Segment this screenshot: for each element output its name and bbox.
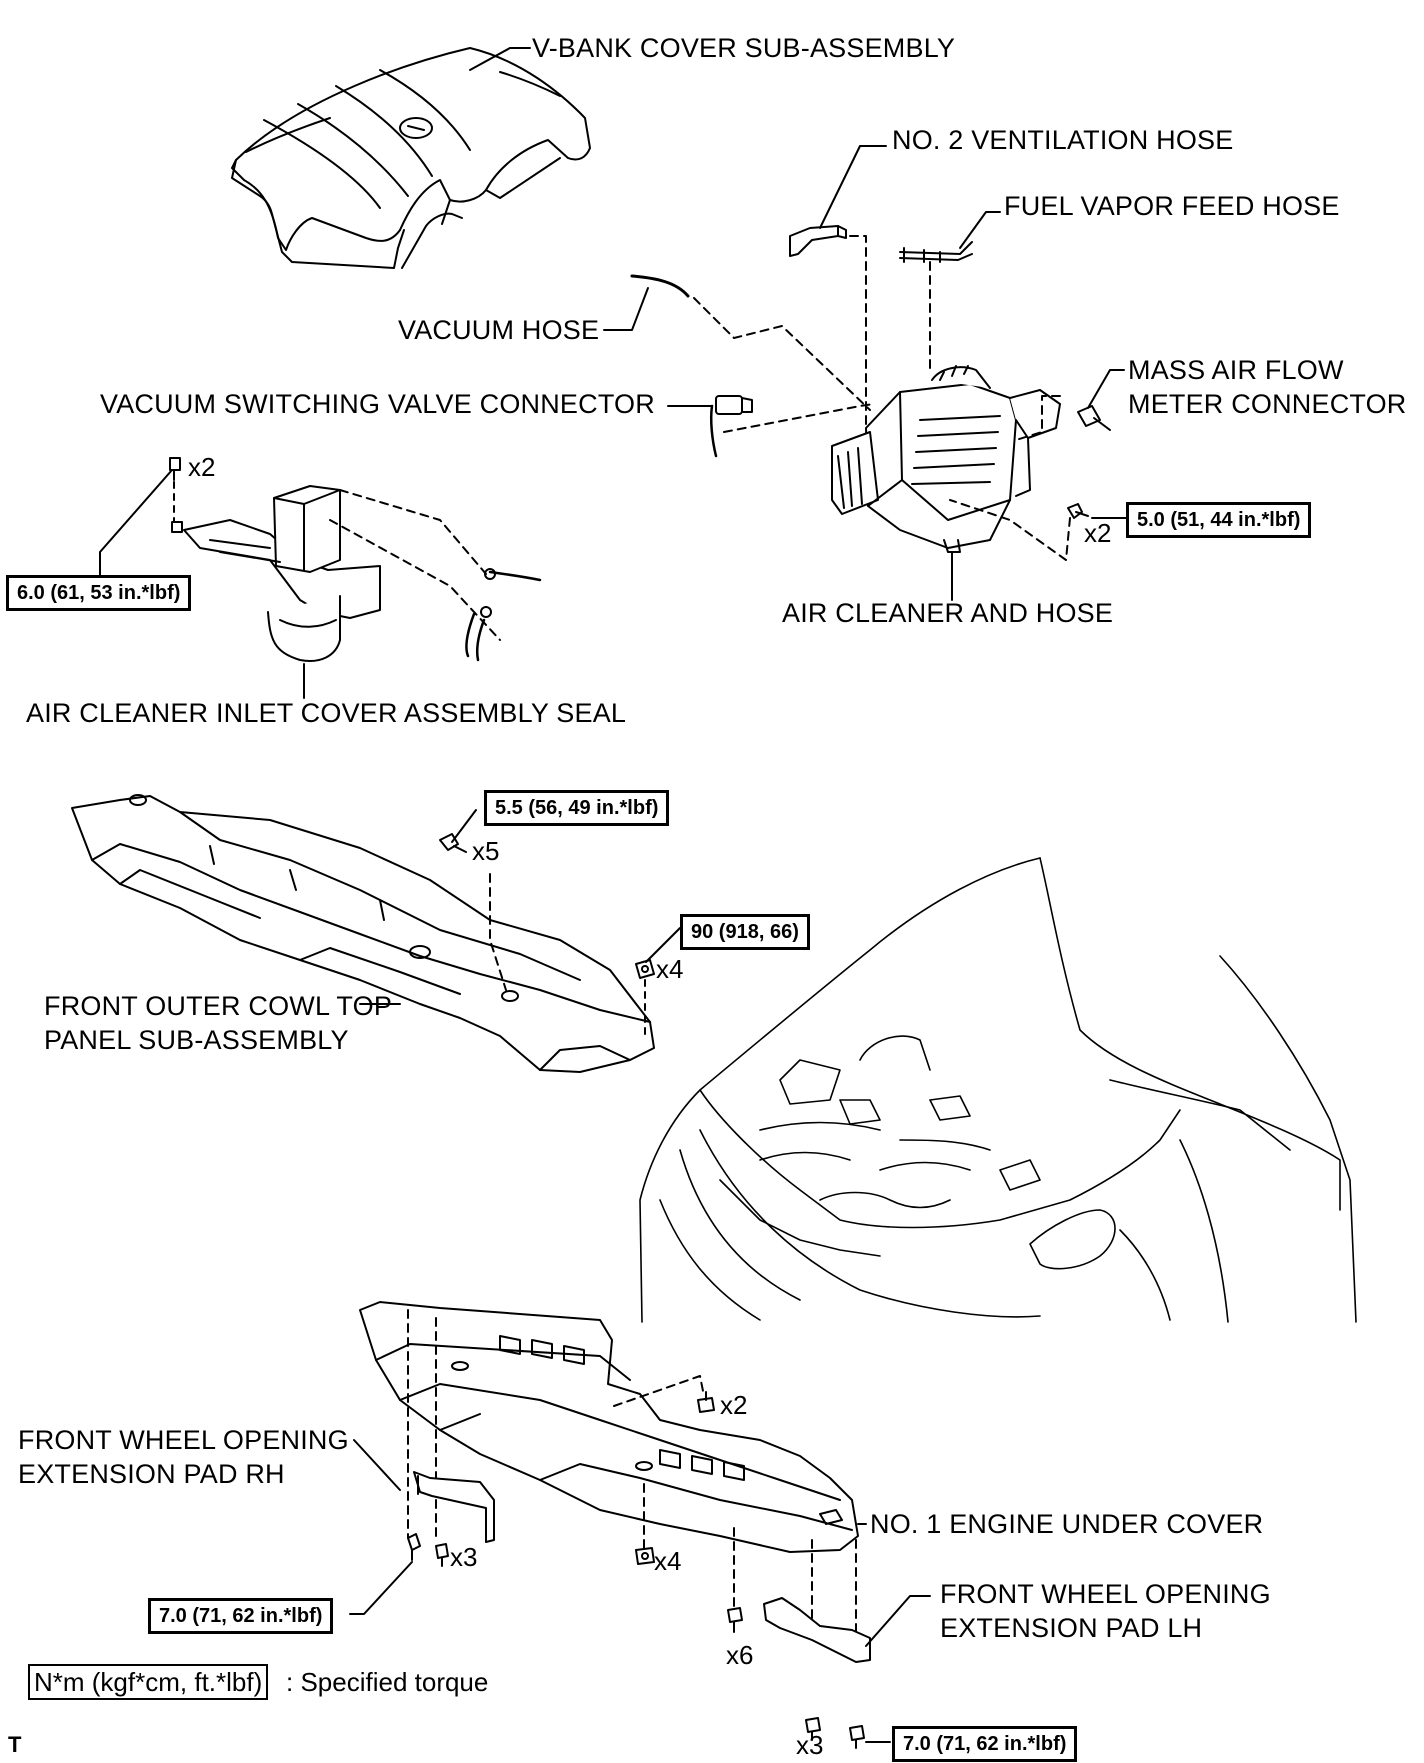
inlet-hose-dash: [329, 489, 501, 641]
pad-rh-clip-drawing: [407, 1533, 449, 1567]
pad-lh-leader: [865, 1595, 931, 1647]
pad-lh-clip-drawing: [805, 1717, 865, 1749]
label-pad-rh-line2: EXTENSION PAD RH: [18, 1459, 285, 1489]
inlet-cover-seal-drawing: [171, 485, 381, 662]
qty-inlet-cover-bolts: x2: [188, 452, 216, 482]
maf-dash: [1015, 395, 1061, 441]
cowl-bolt-torque-leader: [451, 809, 477, 843]
label-pad-rh-line1: FRONT WHEEL OPENING: [18, 1425, 349, 1455]
pad-lh-drawing: [763, 1597, 871, 1663]
pad-rh-leader: [353, 1439, 401, 1491]
under-cover-center-nut-drawing: [635, 1547, 655, 1565]
qty-air-cleaner-bolts: x2: [1084, 518, 1112, 548]
air-cleaner-drawing: [831, 365, 1061, 553]
pad-rh-torque-leader: [349, 1561, 413, 1615]
maf-connector-drawing: [1077, 405, 1111, 431]
torque-cowl-nut: 90 (918, 66): [680, 914, 810, 950]
vehicle-front-drawing: [639, 857, 1357, 1323]
inlet-cover-bolt-drawing: [169, 457, 181, 481]
label-maf-line1: MASS AIR FLOW: [1128, 355, 1344, 385]
legend-torque-unit: N*m (kgf*cm, ft.*lbf): [28, 1664, 269, 1700]
label-pad-lh-line2: EXTENSION PAD LH: [940, 1613, 1203, 1643]
torque-pad-rh: 7.0 (71, 62 in.*lbf): [148, 1598, 334, 1634]
corner-mark: T: [8, 1732, 22, 1757]
torque-inlet-cover: 6.0 (61, 53 in.*lbf): [6, 575, 192, 611]
under-cover-top-bolt-drawing: [697, 1391, 715, 1413]
ventilation-hose-leader: [819, 145, 887, 229]
torque-air-cleaner: 5.0 (51, 44 in.*lbf): [1126, 502, 1312, 538]
vacuum-hose-drawing: [630, 274, 690, 298]
label-pad-lh-line1: FRONT WHEEL OPENING: [940, 1579, 1271, 1609]
v-bank-leader-diag: [469, 47, 511, 71]
cowl-bolt-dash: [489, 873, 507, 991]
vsv-dash: [723, 403, 875, 433]
label-vsv-connector: VACUUM SWITCHING VALVE CONNECTOR: [100, 389, 655, 419]
qty-pad-lh-clips: x3: [796, 1730, 824, 1760]
label-fuel-vapor-feed-hose: FUEL VAPOR FEED HOSE: [1004, 191, 1340, 221]
fuel-vapor-hose-drawing: [899, 241, 973, 263]
label-air-cleaner-and-hose: AIR CLEANER AND HOSE: [782, 598, 1114, 628]
cowl-panel-drawing: [71, 794, 655, 1073]
label-maf-line2: METER CONNECTOR: [1128, 389, 1407, 419]
torque-pad-lh: 7.0 (71, 62 in.*lbf): [892, 1726, 1078, 1762]
label-v-bank-cover: V-BANK COVER SUB-ASSEMBLY: [532, 33, 956, 63]
ventilation-hose-dash: [849, 235, 867, 431]
air-cleaner-bolt-dash: [949, 499, 1071, 561]
vsv-connector-drawing: [709, 395, 753, 458]
qty-pad-rh-clips: x3: [450, 1542, 478, 1572]
engine-under-cover-drawing: [359, 1301, 859, 1553]
air-cleaner-bolt-drawing: [1067, 503, 1089, 519]
ventilation-hose-drawing: [789, 225, 847, 257]
vacuum-hose-leader: [603, 287, 649, 331]
pad-rh-drawing: [413, 1471, 495, 1543]
qty-under-cover-rear: x6: [726, 1640, 754, 1670]
under-cover-rh-dash: [407, 1309, 437, 1539]
label-vacuum-hose: VACUUM HOSE: [398, 315, 600, 345]
qty-under-cover-top: x2: [720, 1390, 748, 1420]
label-inlet-cover-seal: AIR CLEANER INLET COVER ASSEMBLY SEAL: [26, 698, 627, 728]
legend-description: : Specified torque: [286, 1667, 489, 1697]
cowl-bolt-drawing: [439, 833, 467, 853]
under-cover-rear-clip-drawing: [727, 1607, 743, 1633]
label-engine-under-cover: NO. 1 ENGINE UNDER COVER: [870, 1509, 1264, 1539]
label-cowl-line1: FRONT OUTER COWL TOP: [44, 991, 393, 1021]
qty-cowl-nuts: x4: [656, 954, 684, 984]
cowl-nut-drawing: [635, 959, 655, 979]
qty-cowl-bolts: x5: [472, 836, 500, 866]
fuel-vapor-leader: [959, 211, 1001, 249]
qty-under-cover-center: x4: [654, 1546, 682, 1576]
torque-cowl-bolt: 5.5 (56, 49 in.*lbf): [484, 790, 670, 826]
vacuum-hose-dash: [693, 297, 871, 411]
inlet-hose-drawing: [465, 568, 542, 662]
cowl-nut-torque-leader: [645, 927, 681, 963]
under-cover-top-dash: [613, 1375, 705, 1407]
label-cowl-line2: PANEL SUB-ASSEMBLY: [44, 1025, 349, 1055]
v-bank-cover-drawing: [231, 47, 591, 269]
label-no2-ventilation-hose: NO. 2 VENTILATION HOSE: [892, 125, 1234, 155]
maf-leader: [1087, 369, 1125, 409]
inlet-torque-leader: [99, 469, 173, 583]
